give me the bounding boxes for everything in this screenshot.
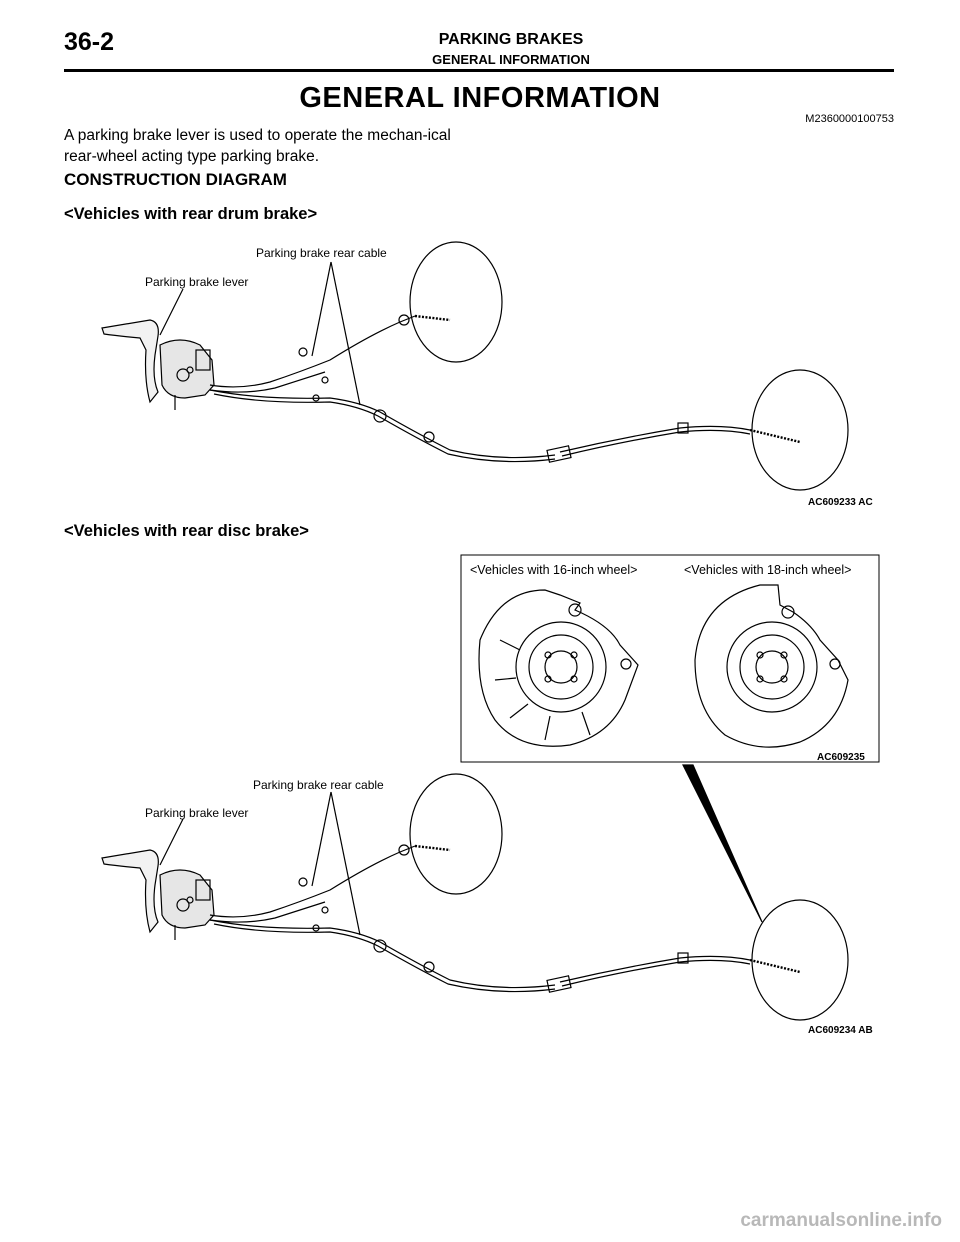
inset-caption-16-inch: <Vehicles with 16-inch wheel> bbox=[470, 563, 638, 577]
disc-label-rear-cable: Parking brake rear cable bbox=[253, 778, 384, 792]
dust-shield-18-inch bbox=[694, 584, 849, 748]
inset-figure-id: AC609235 bbox=[817, 752, 865, 763]
section-title: GENERAL INFORMATION bbox=[432, 52, 590, 67]
intro-paragraph: A parking brake lever is used to operate… bbox=[64, 127, 451, 165]
section-heading: CONSTRUCTION DIAGRAM bbox=[64, 170, 287, 189]
header-rule bbox=[64, 69, 894, 72]
drum-figure-id: AC609233 AC bbox=[808, 497, 873, 508]
page-title: GENERAL INFORMATION bbox=[299, 82, 661, 114]
disc-label-lever: Parking brake lever bbox=[145, 806, 249, 820]
document-id: M2360000100753 bbox=[805, 113, 894, 125]
drum-brake-illustration bbox=[101, 241, 849, 491]
drum-label-rear-cable: Parking brake rear cable bbox=[256, 246, 387, 260]
disc-figure-heading: <Vehicles with rear disc brake> bbox=[64, 522, 309, 540]
disc-brake-illustration bbox=[101, 554, 880, 1021]
drum-figure-heading: <Vehicles with rear drum brake> bbox=[64, 205, 318, 223]
disc-figure-id: AC609234 AB bbox=[808, 1025, 873, 1036]
watermark: carmanualsonline.info bbox=[740, 1210, 942, 1231]
page-number: 36-2 bbox=[64, 28, 115, 56]
inset-caption-18-inch: <Vehicles with 18-inch wheel> bbox=[684, 563, 852, 577]
dust-shield-16-inch bbox=[478, 589, 639, 747]
chapter-title: PARKING BRAKES bbox=[438, 31, 584, 48]
drum-label-lever: Parking brake lever bbox=[145, 275, 249, 289]
